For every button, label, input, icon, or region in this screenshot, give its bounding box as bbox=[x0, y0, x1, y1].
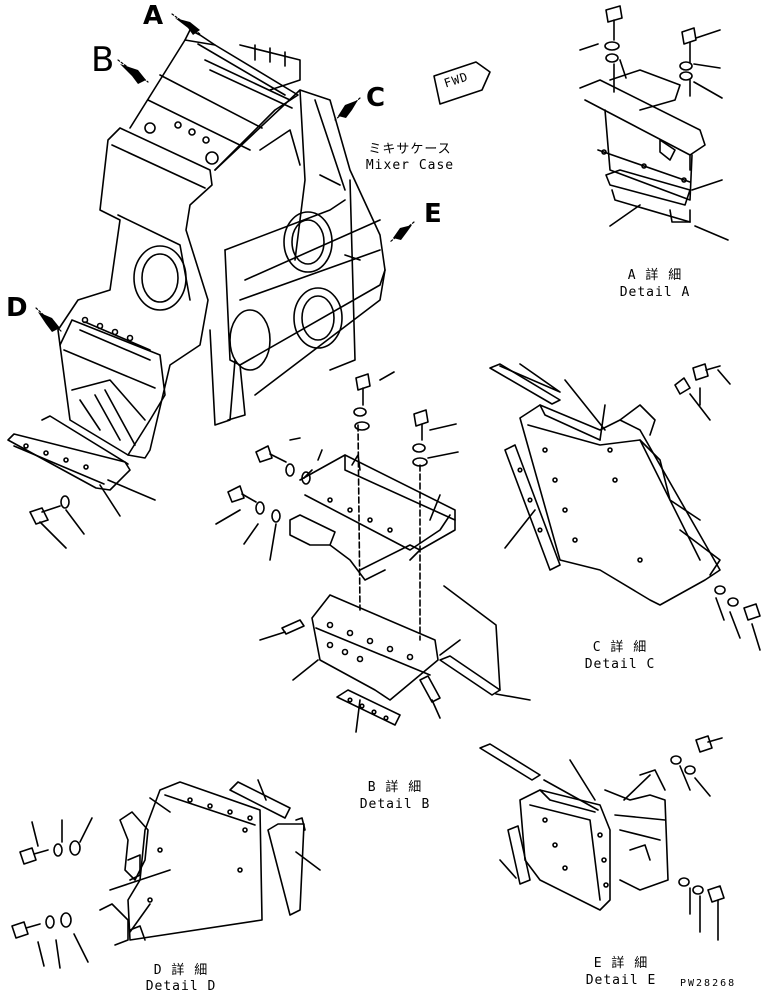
detail-c-drawing bbox=[489, 363, 761, 651]
detail-e-en: Detail E bbox=[585, 973, 657, 988]
detail-c-en: Detail C bbox=[584, 657, 656, 672]
detail-b-en: Detail B bbox=[359, 797, 431, 812]
mixer-case-assembly bbox=[7, 29, 386, 549]
drawing-code: PW28268 bbox=[680, 978, 737, 989]
detail-c-jp: C 詳 細 bbox=[592, 640, 648, 655]
detail-a-drawing bbox=[579, 5, 729, 241]
fwd-sign bbox=[433, 61, 491, 105]
view-letter-d: D bbox=[6, 293, 28, 323]
detail-d-jp: D 詳 細 bbox=[153, 963, 209, 978]
detail-e-drawing bbox=[479, 735, 725, 941]
detail-b-drawing bbox=[215, 371, 531, 733]
detail-d-en: Detail D bbox=[145, 979, 217, 994]
detail-d-drawing bbox=[11, 779, 321, 969]
view-letter-e: E bbox=[424, 199, 442, 229]
mixer-case-en: Mixer Case bbox=[365, 158, 455, 173]
mixer-case-jp: ミキサケース bbox=[368, 142, 452, 157]
detail-a-jp: A 詳 細 bbox=[627, 268, 683, 283]
view-letter-c: C bbox=[366, 83, 386, 113]
detail-e-jp: E 詳 細 bbox=[593, 956, 649, 971]
detail-b-jp: B 詳 細 bbox=[367, 780, 423, 795]
view-letter-b: B bbox=[91, 40, 115, 80]
view-letter-a: A bbox=[143, 1, 164, 31]
detail-a-en: Detail A bbox=[619, 285, 691, 300]
